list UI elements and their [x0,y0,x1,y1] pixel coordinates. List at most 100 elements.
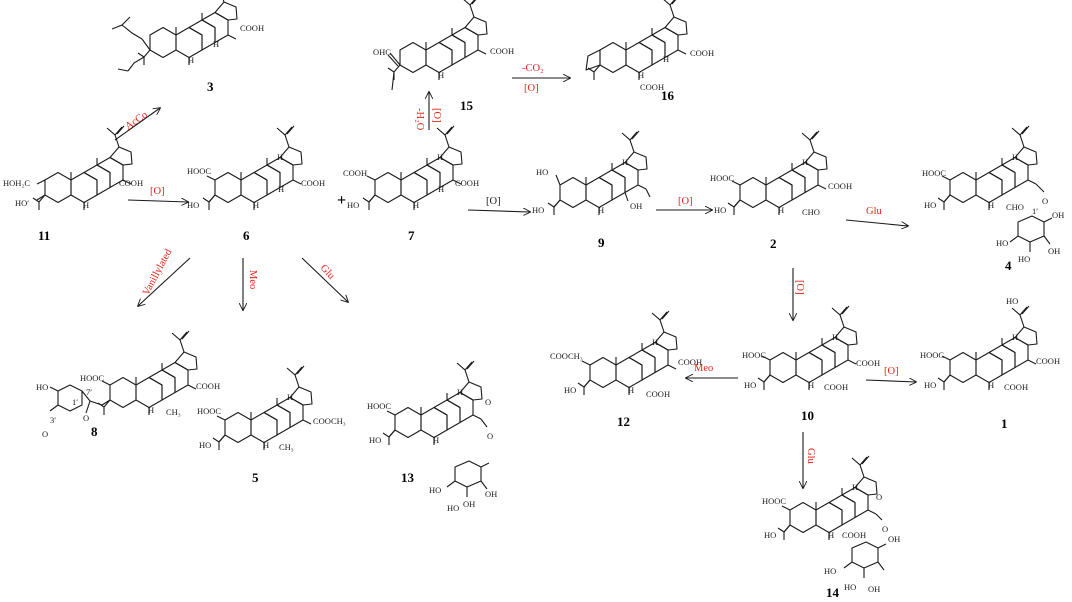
c4-group-6: 1′ [1032,206,1038,216]
c12-group-3: COOH [646,389,670,399]
c8-group-8: O [42,429,48,439]
c16-group-0: COOH [690,48,714,58]
c3-group-0: COOH [240,23,264,33]
c16-group-2: H [638,70,644,80]
c3-group-2: H [213,39,219,49]
c13-group-6: HO [429,485,441,495]
c5-group-4: H [263,440,269,450]
c4-group-7: HO [996,238,1008,248]
c7-group-3: H [413,200,419,210]
c8-group-4: 7′ [86,387,92,397]
reagent-6-to-13: Glu [318,263,337,283]
c13-group-4: O [485,397,491,407]
c1-group-3: COOH [1036,356,1060,366]
c7-group-2: COOH [455,178,479,188]
c15-group-0: OHC [373,47,391,57]
arrow-11-to-3 [114,108,160,141]
c13-group-9: OH [485,489,497,499]
c14-group-5: O [876,492,882,502]
arrow-2-to-4 [845,219,908,226]
c5-group-3: CH₃ [279,442,294,452]
c1-group-1: HOOC [920,350,944,360]
c1-group-0: HO [1006,296,1018,306]
reagent-7-to-15-b: [O] [431,108,442,123]
reagent-6-to-5: Meo [247,270,258,289]
reagent-11-to-3: AcCo [123,109,149,132]
c9-group-3: H [598,205,604,215]
compound-8-number: 8 [91,424,98,439]
c12-group-4: H [628,385,634,395]
c2-group-4: H [778,205,784,215]
compound-4: HOOC HO CHO H H O 1′ HO HO OH OH [922,125,1064,264]
c1-group-5: H [988,380,994,390]
reagent-15-to-16-a: -CO₂ [522,63,544,74]
c8-group-0: HOOC [80,373,104,383]
reagent-10-to-1: [O] [884,366,899,377]
compound-6-number: 6 [243,228,250,243]
c4-group-1: HO [924,200,936,210]
compound-9: HO HO OH H H [532,130,651,216]
arrow-11-to-6 [127,200,188,202]
compound-7: COOH HO COOH H H H [343,125,479,211]
c2-group-2: COOH [828,181,852,191]
c8-group-6: 3′ [50,415,56,425]
c14-group-2: COOH [842,530,866,540]
c5-group-2: COOCH₃ [313,416,346,426]
c7-group-1: HO [347,200,359,210]
c7-group-4: H [438,184,444,194]
c7-group-0: COOH [343,168,367,178]
c13-group-0: HOOC [367,401,391,411]
c4-group-10: OH [1052,210,1064,220]
c13-group-5: O [487,431,493,441]
c4-group-5: O [1042,196,1048,206]
c15-group-2: H [438,70,444,80]
compound-14-number: 14 [826,585,840,600]
arrow-10-to-1 [865,380,916,382]
reagent-15-to-16-b: [O] [524,83,539,94]
c5-group-0: HOOC [197,406,221,416]
compound-6: HOOC HO COOH H H H [187,125,325,211]
c4-group-4: H [1012,152,1018,162]
c13-group-7: HO [447,503,459,513]
compound-1: HO HOOC HO COOH COOH H H [920,296,1060,392]
c10-group-3: COOH [824,382,848,392]
c16-group-3: H [663,54,669,64]
c4-group-0: HOOC [922,168,946,178]
reagent-2-to-10: [O] [794,280,805,295]
compound-1-number: 1 [1001,416,1008,431]
compound-4-number: 4 [1005,258,1012,273]
compound-8: HOOC COOH CH₃ H 7′ 1′ 3′ HO O O [36,330,220,439]
compound-11: HOH₂C HO′ COOH H [3,125,143,211]
c13-group-3: H [457,387,463,397]
c6-group-2: COOH [301,178,325,188]
c9-group-2: OH [630,201,642,211]
c9-group-0: HO [536,167,548,177]
compound-16: COOH COOH H H [585,0,714,92]
plus-sign: + [337,192,346,209]
compound-5-number: 5 [252,470,259,485]
c11-group-3: H [83,200,89,210]
c14-group-1: HO [764,530,776,540]
compound-11-number: 11 [38,228,50,243]
c13-group-8: OH [463,499,475,509]
compound-9-number: 9 [598,235,605,250]
reagent-2-to-4: Glu [866,206,883,217]
c7-group-5: H [437,152,443,162]
c1-group-2: HO [924,380,936,390]
arrow-6-to-13 [301,257,348,302]
c11-group-0: HOH₂C [3,178,30,188]
c4-group-8: HO [1018,254,1030,264]
c15-group-1: COOH [490,46,514,56]
compound-5: HOOC HO COOCH₃ CH₃ H H [197,365,346,452]
c10-group-4: H [808,380,814,390]
c8-group-9: O [83,413,89,423]
c3-group-1: H [188,55,194,65]
c10-group-5: H [832,332,838,342]
c5-group-5: H [287,392,293,402]
c1-group-6: H [1012,332,1018,342]
c11-group-1: HO′ [15,198,29,208]
compound-16-number: 16 [661,88,675,103]
c14-group-3: H [828,530,834,540]
c16-group-1: COOH [640,82,664,92]
